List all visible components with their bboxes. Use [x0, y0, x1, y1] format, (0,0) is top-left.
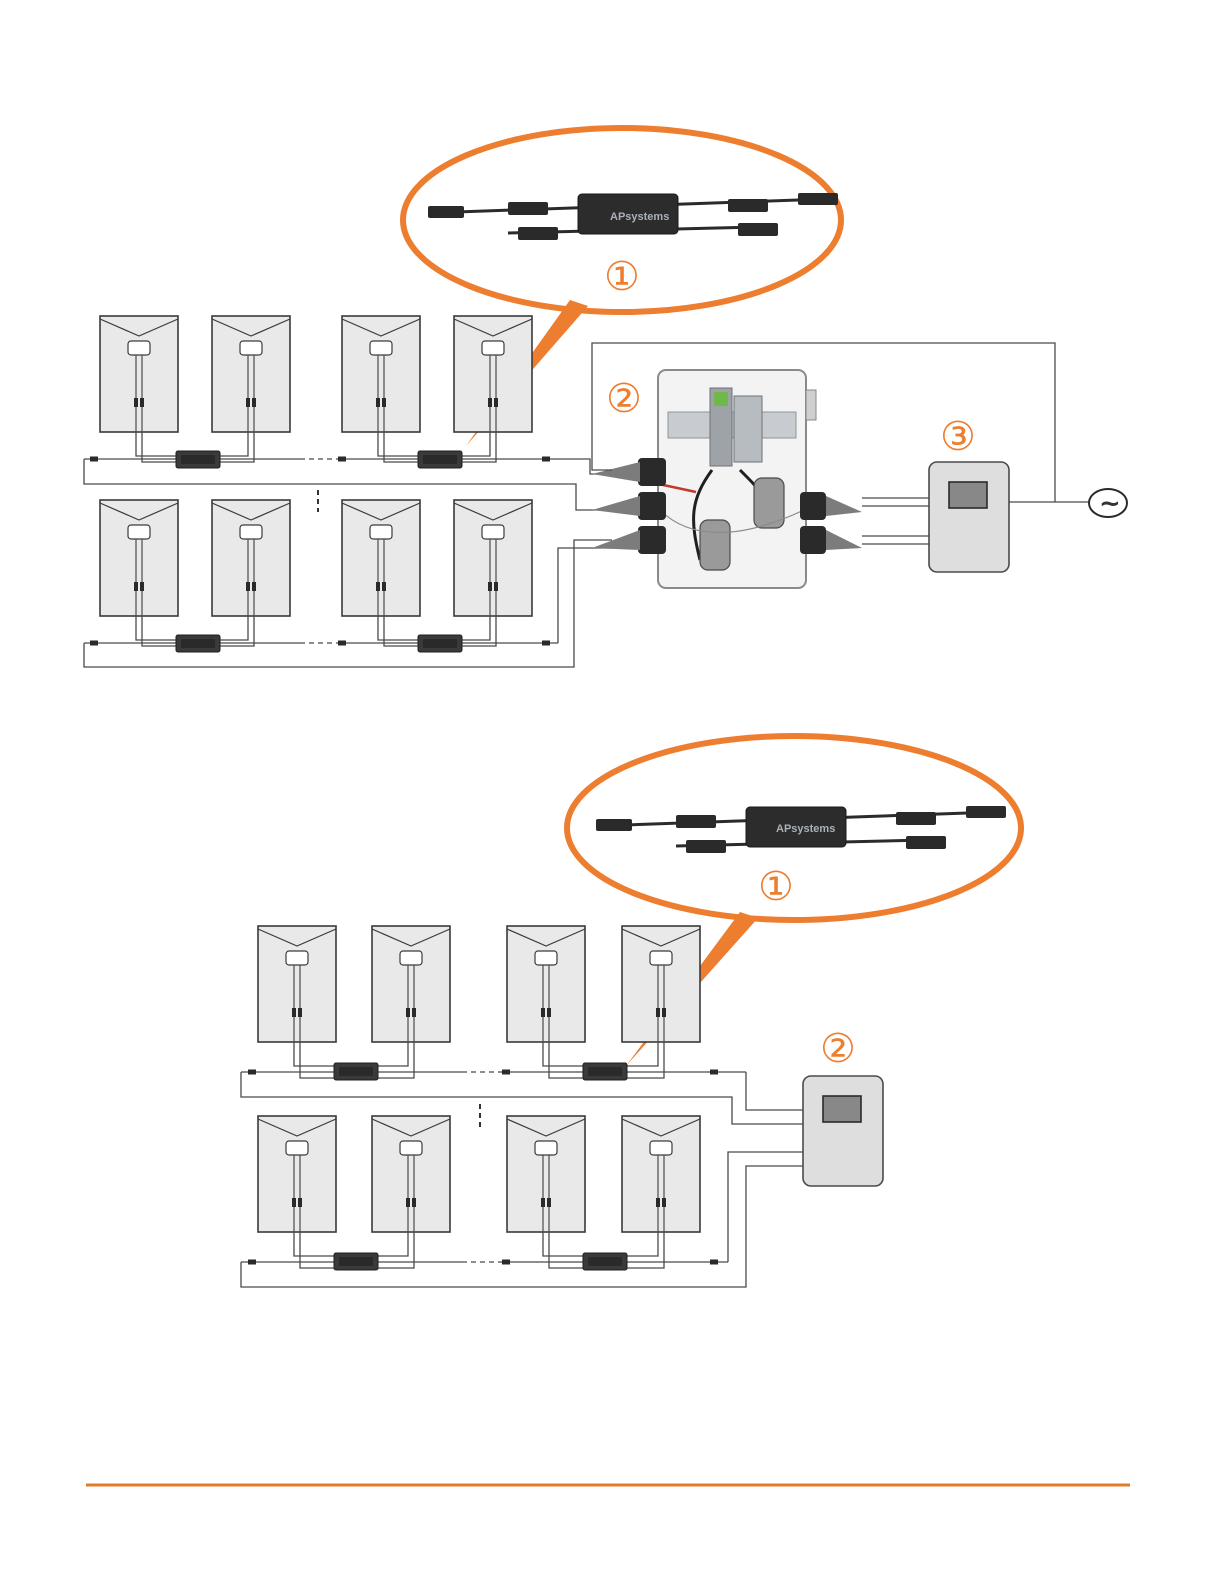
- solar-panel: [622, 926, 700, 1042]
- top-diagram: APsystems ①: [84, 128, 1127, 667]
- solar-panel: [100, 500, 178, 616]
- microinverter: [418, 451, 462, 468]
- solar-panel: [454, 500, 532, 616]
- brand-label: APsystems: [610, 211, 669, 223]
- solar-panel: [212, 500, 290, 616]
- solar-panel: [507, 1116, 585, 1232]
- panel-row-2: [258, 1116, 700, 1232]
- gateway-icon: [929, 462, 1009, 572]
- callout-number: ①: [758, 865, 794, 909]
- solar-panel: [342, 500, 420, 616]
- solar-panel: [372, 926, 450, 1042]
- ac-grid-icon: ~: [1089, 489, 1127, 519]
- label-gateway: ③: [940, 415, 976, 459]
- microinverter: [334, 1253, 378, 1270]
- label-junction-box: ②: [606, 377, 642, 421]
- gateway-icon: [803, 1076, 883, 1186]
- microinverter: [418, 635, 462, 652]
- solar-panel: [622, 1116, 700, 1232]
- panel-row-2: [100, 500, 532, 616]
- microinverter: [176, 635, 220, 652]
- solar-panel: [372, 1116, 450, 1232]
- callout-number: ①: [604, 255, 640, 299]
- solar-panel: [507, 926, 585, 1042]
- solar-panel: [342, 316, 420, 432]
- solar-panel: [258, 926, 336, 1042]
- microinverter: [334, 1063, 378, 1080]
- wiring-row-1: [241, 1042, 803, 1124]
- brand-label: APsystems: [776, 823, 835, 835]
- panel-row-1: [258, 926, 700, 1042]
- label-gateway: ②: [820, 1027, 856, 1071]
- microinverter: [583, 1063, 627, 1080]
- solar-panel: [212, 316, 290, 432]
- panel-row-1: [100, 316, 532, 432]
- solar-panel: [100, 316, 178, 432]
- svg-text:~: ~: [1099, 489, 1121, 519]
- microinverter: [176, 451, 220, 468]
- solar-panel: [454, 316, 532, 432]
- wiring-row-1: [84, 432, 612, 510]
- microinverter: [583, 1253, 627, 1270]
- solar-panel: [258, 1116, 336, 1232]
- bottom-diagram: APsystems ①: [241, 736, 1021, 1287]
